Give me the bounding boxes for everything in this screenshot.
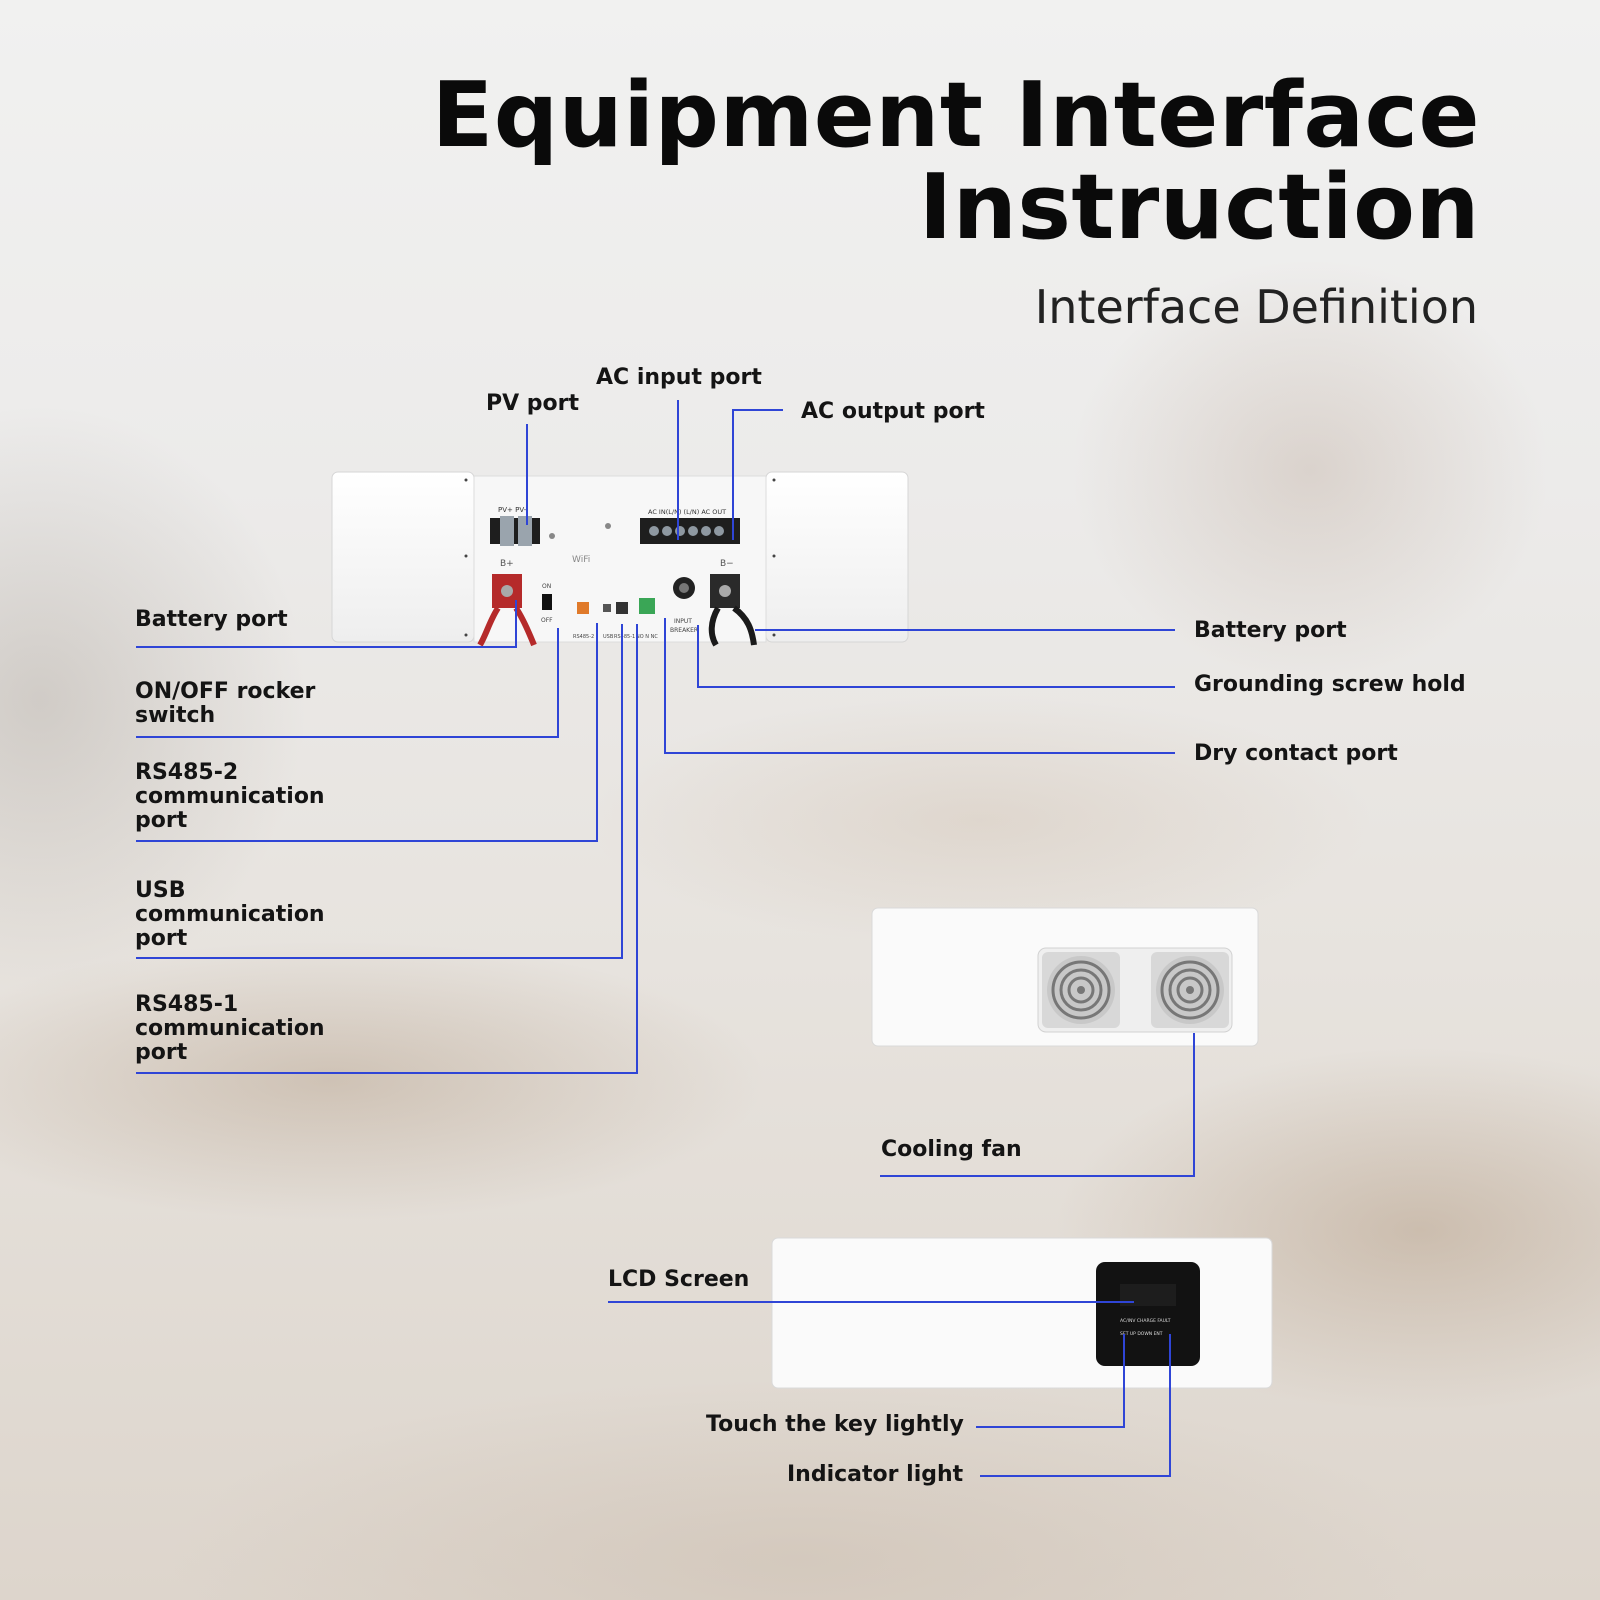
lcd-indicator-labels: AC/INV CHARGE FAULT [1120, 1318, 1171, 1324]
ac-output-port-label: AC output port [801, 399, 985, 424]
input-breaker-label-2: BREAKER [670, 627, 698, 634]
ac-input-port-label: AC input port [596, 365, 762, 390]
grounding-screw-label: Grounding screw hold [1194, 672, 1466, 697]
cooling-fan-left-icon [1042, 952, 1120, 1028]
inverter-front-lcd: AC/INV CHARGE FAULT SET UP DOWN ENT [771, 1237, 1273, 1389]
usb-label: USB [603, 634, 614, 640]
input-breaker-label-1: INPUT [674, 618, 692, 625]
lcd-screen-label: LCD Screen [608, 1267, 750, 1292]
rs485-2-label: RS485-2 [573, 634, 594, 640]
ac-terminal-label: AC IN(L/N) (L/N) AC OUT [648, 508, 726, 516]
title-line-2: Instruction [918, 155, 1480, 260]
wifi-label: WiFi [572, 555, 590, 565]
rs485-1-port-label: RS485-1 communication port [135, 992, 325, 1065]
rs485-2-port-label: RS485-2 communication port [135, 760, 325, 833]
dry-contact-label: NO N NC [636, 634, 658, 640]
off-label: OFF [541, 617, 553, 624]
cooling-fan-right-icon [1151, 952, 1229, 1028]
page-subtitle: Interface Definition [1034, 280, 1478, 334]
title-line-1: Equipment Interface [431, 63, 1480, 168]
on-label: ON [542, 583, 551, 590]
touch-key-label: Touch the key lightly [706, 1412, 964, 1437]
inverter-fan-side [871, 907, 1259, 1047]
b-plus-label: B+ [500, 559, 514, 569]
pv-terminal-label: PV+ PV- [498, 506, 527, 514]
rs485-1-label: RS485-1 [614, 634, 635, 640]
cooling-fan-label: Cooling fan [881, 1137, 1022, 1162]
page-title: Equipment Interface Instruction [432, 70, 1480, 254]
lcd-key-labels: SET UP DOWN ENT [1120, 1331, 1163, 1337]
indicator-light-label: Indicator light [787, 1462, 964, 1487]
inverter-back-panel: PV+ PV- AC IN(L/N) (L/N) AC OUT WiFi B+ … [331, 471, 909, 647]
b-minus-label: B− [720, 559, 734, 569]
pv-port-label: PV port [486, 391, 580, 416]
on-off-switch-label: ON/OFF rocker switch [135, 679, 316, 728]
usb-port-label: USB communication port [135, 878, 325, 951]
battery-port-right-label: Battery port [1194, 618, 1347, 643]
dry-contact-port-label: Dry contact port [1194, 741, 1398, 766]
battery-port-left-label: Battery port [135, 607, 288, 632]
